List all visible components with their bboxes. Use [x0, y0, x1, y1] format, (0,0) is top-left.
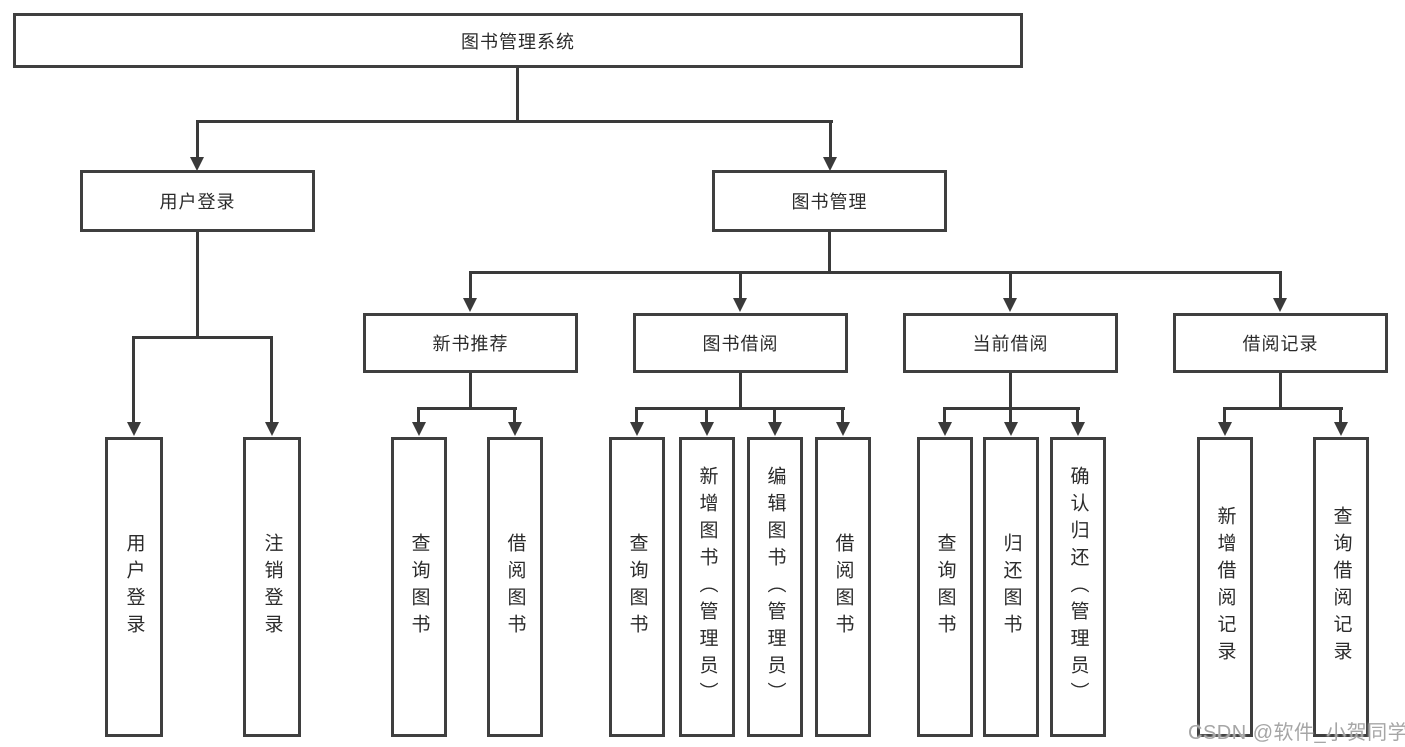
- connector-line: [1279, 271, 1282, 299]
- leaf-add-borrow-record-label: 新增借阅记录: [1214, 506, 1236, 668]
- csdn-watermark: CSDN @软件_小贺同学: [1188, 722, 1405, 744]
- node-book-borrowing-label: 图书借阅: [702, 334, 779, 354]
- connector-line: [828, 232, 831, 273]
- connector-line: [196, 120, 833, 123]
- leaf-confirm-return-admin: 确认归还（管理员）: [1050, 437, 1106, 737]
- leaf-borrowing-search-books: 查询图书: [609, 437, 665, 737]
- node-borrowing-records: 借阅记录: [1173, 313, 1388, 373]
- arrowhead-down-icon: [1218, 422, 1232, 436]
- leaf-add-borrow-record: 新增借阅记录: [1197, 437, 1253, 737]
- leaf-borrow-books: 借阅图书: [815, 437, 871, 737]
- leaf-edit-books-admin-label: 编辑图书（管理员）: [764, 465, 786, 709]
- connector-line: [1009, 271, 1012, 299]
- leaf-search-borrow-record-label: 查询借阅记录: [1330, 506, 1352, 668]
- connector-line: [417, 407, 517, 410]
- leaf-user-login: 用户登录: [105, 437, 163, 737]
- arrowhead-down-icon: [1071, 422, 1085, 436]
- arrowhead-down-icon: [733, 298, 747, 312]
- connector-line: [196, 232, 199, 338]
- connector-line: [943, 407, 946, 423]
- leaf-add-books-admin-label: 新增图书（管理员）: [696, 465, 718, 709]
- connector-line: [739, 271, 742, 299]
- connector-line: [635, 407, 845, 410]
- connector-line: [513, 407, 516, 423]
- connector-line: [829, 120, 832, 158]
- connector-line: [132, 336, 273, 339]
- node-new-book-recommendation-label: 新书推荐: [432, 334, 509, 354]
- connector-line: [469, 271, 1282, 274]
- connector-line: [469, 373, 472, 409]
- arrowhead-down-icon: [412, 422, 426, 436]
- connector-line: [1339, 407, 1342, 423]
- node-current-borrowing-label: 当前借阅: [972, 334, 1049, 354]
- leaf-return-books: 归还图书: [983, 437, 1039, 737]
- leaf-logout: 注销登录: [243, 437, 301, 737]
- leaf-recommend-borrow-books-label: 借阅图书: [504, 533, 526, 641]
- arrowhead-down-icon: [1334, 422, 1348, 436]
- node-new-book-recommendation: 新书推荐: [363, 313, 578, 373]
- leaf-current-search-books: 查询图书: [917, 437, 973, 737]
- arrowhead-down-icon: [265, 422, 279, 436]
- arrowhead-down-icon: [823, 157, 837, 171]
- node-user-login: 用户登录: [80, 170, 315, 232]
- connector-line: [516, 68, 519, 121]
- connector-line: [270, 336, 273, 423]
- arrowhead-down-icon: [463, 298, 477, 312]
- arrowhead-down-icon: [1003, 298, 1017, 312]
- node-borrowing-records-label: 借阅记录: [1242, 334, 1319, 354]
- arrowhead-down-icon: [836, 422, 850, 436]
- node-book-management: 图书管理: [712, 170, 947, 232]
- connector-line: [1223, 407, 1343, 410]
- connector-line: [132, 336, 135, 423]
- connector-line: [739, 373, 742, 409]
- leaf-edit-books-admin: 编辑图书（管理员）: [747, 437, 803, 737]
- node-library-system: 图书管理系统: [13, 13, 1023, 68]
- connector-line: [196, 120, 199, 158]
- arrowhead-down-icon: [700, 422, 714, 436]
- connector-line: [1223, 407, 1226, 423]
- arrowhead-down-icon: [127, 422, 141, 436]
- connector-line: [1279, 373, 1282, 409]
- leaf-logout-label: 注销登录: [261, 533, 283, 641]
- connector-line: [841, 407, 844, 423]
- leaf-search-borrow-record: 查询借阅记录: [1313, 437, 1369, 737]
- node-book-borrowing: 图书借阅: [633, 313, 848, 373]
- node-library-system-label: 图书管理系统: [461, 31, 575, 52]
- leaf-return-books-label: 归还图书: [1000, 533, 1022, 641]
- leaf-user-login-label: 用户登录: [123, 533, 145, 641]
- connector-line: [417, 407, 420, 423]
- arrowhead-down-icon: [190, 157, 204, 171]
- arrowhead-down-icon: [630, 422, 644, 436]
- leaf-recommend-search-books: 查询图书: [391, 437, 447, 737]
- connector-line: [773, 407, 776, 423]
- leaf-add-books-admin: 新增图书（管理员）: [679, 437, 735, 737]
- connector-line: [1076, 407, 1079, 423]
- node-user-login-label: 用户登录: [159, 192, 236, 212]
- connector-line: [705, 407, 708, 423]
- node-current-borrowing: 当前借阅: [903, 313, 1118, 373]
- leaf-borrow-books-label: 借阅图书: [832, 533, 854, 641]
- leaf-recommend-search-books-label: 查询图书: [408, 533, 430, 641]
- leaf-borrowing-search-books-label: 查询图书: [626, 533, 648, 641]
- arrowhead-down-icon: [768, 422, 782, 436]
- arrowhead-down-icon: [508, 422, 522, 436]
- leaf-recommend-borrow-books: 借阅图书: [487, 437, 543, 737]
- connector-line: [1009, 373, 1012, 409]
- arrowhead-down-icon: [1273, 298, 1287, 312]
- arrowhead-down-icon: [1004, 422, 1018, 436]
- connector-line: [635, 407, 638, 423]
- node-book-management-label: 图书管理: [791, 192, 868, 212]
- connector-line: [469, 271, 472, 299]
- leaf-current-search-books-label: 查询图书: [934, 533, 956, 641]
- leaf-confirm-return-admin-label: 确认归还（管理员）: [1067, 465, 1089, 709]
- arrowhead-down-icon: [938, 422, 952, 436]
- connector-line: [1009, 407, 1012, 423]
